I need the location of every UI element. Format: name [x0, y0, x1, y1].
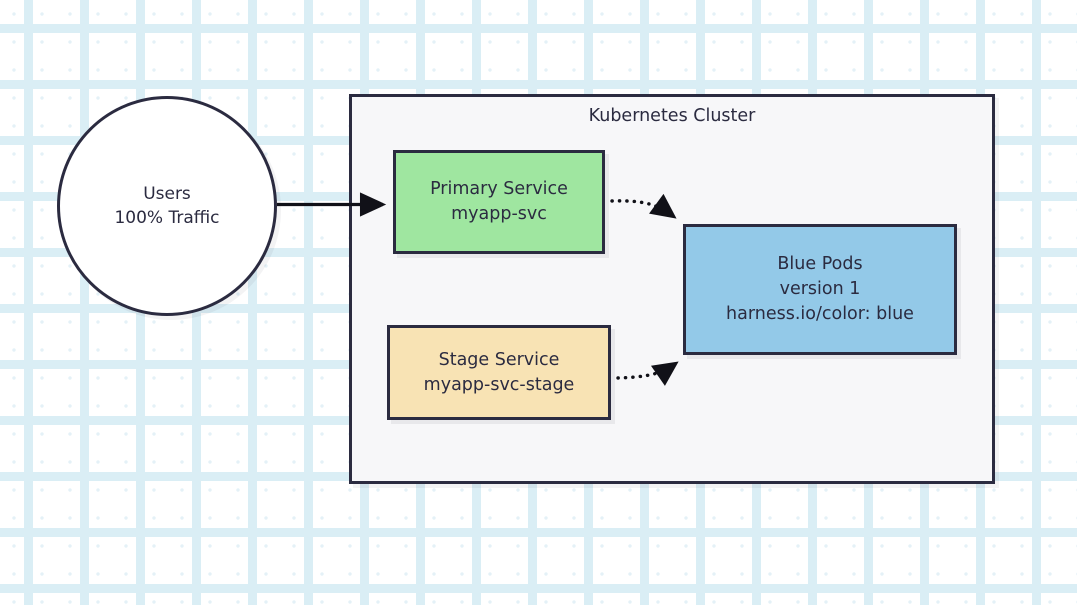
- node-primary-service-line-2: myapp-svc: [451, 204, 547, 224]
- node-users-line-1: Users: [143, 183, 191, 204]
- node-blue-pods[interactable]: Blue Pods version 1 harness.io/color: bl…: [683, 224, 957, 355]
- node-users[interactable]: Users 100% Traffic: [57, 96, 277, 316]
- kubernetes-cluster-label: Kubernetes Cluster: [588, 106, 756, 126]
- node-blue-pods-line-2: version 1: [779, 279, 861, 300]
- node-blue-pods-line-3: harness.io/color: blue: [726, 303, 914, 324]
- node-users-line-2: 100% Traffic: [114, 208, 220, 228]
- node-stage-service-line-1: Stage Service: [438, 349, 560, 370]
- node-stage-service-line-2: myapp-svc-stage: [423, 374, 575, 395]
- node-blue-pods-line-1: Blue Pods: [777, 254, 863, 275]
- node-primary-service-line-1: Primary Service: [430, 179, 568, 200]
- node-primary-service[interactable]: Primary Service myapp-svc: [393, 150, 605, 254]
- node-stage-service[interactable]: Stage Service myapp-svc-stage: [387, 325, 611, 420]
